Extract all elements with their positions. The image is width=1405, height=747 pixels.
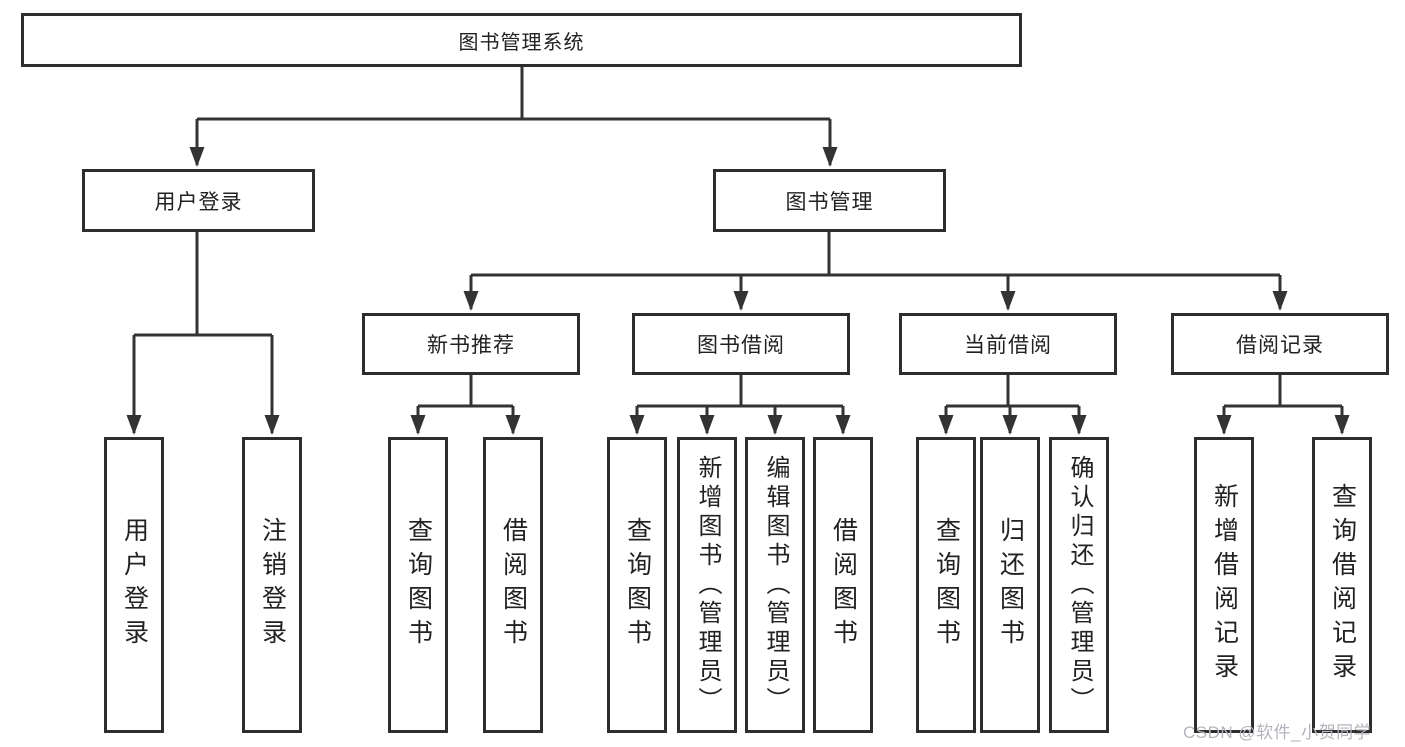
leaf-add-borrow-record: 新增借阅记录: [1194, 437, 1254, 733]
leaf-edit-books-admin-label: 编辑图书（管理员）: [762, 454, 789, 716]
leaf-query-books-recommend-label: 查询图书: [404, 517, 433, 653]
leaf-return-books-label: 归还图书: [996, 517, 1025, 653]
leaf-borrow-books-recommend: 借阅图书: [483, 437, 543, 733]
node-book-borrow: 图书借阅: [632, 313, 850, 375]
leaf-logout-login-label: 注销登录: [258, 517, 287, 653]
leaf-add-books-admin-label: 新增图书（管理员）: [694, 454, 721, 716]
trunk-current-borrow: [946, 375, 1079, 408]
node-current-borrow-label: 当前借阅: [964, 334, 1052, 357]
leaf-query-books-borrow-label: 查询图书: [623, 517, 652, 653]
node-root-system-label: 图书管理系统: [458, 31, 585, 54]
node-borrow-records: 借阅记录: [1171, 313, 1389, 375]
leaf-add-books-admin: 新增图书（管理员）: [677, 437, 737, 733]
leaf-confirm-return-admin: 确认归还（管理员）: [1049, 437, 1109, 733]
leaf-query-books-borrow: 查询图书: [607, 437, 667, 733]
trunk-borrow-records: [1224, 375, 1342, 408]
node-book-borrow-label: 图书借阅: [697, 334, 785, 357]
trunk-user-login: [134, 232, 272, 337]
node-borrow-records-label: 借阅记录: [1236, 334, 1324, 357]
leaf-borrow-books: 借阅图书: [813, 437, 873, 733]
node-book-management-label: 图书管理: [785, 190, 874, 214]
leaf-user-login: 用户登录: [104, 437, 164, 733]
leaf-query-borrow-record: 查询借阅记录: [1312, 437, 1372, 733]
leaf-query-books-current: 查询图书: [916, 437, 976, 733]
node-new-book-recommend-label: 新书推荐: [427, 334, 515, 357]
leaf-edit-books-admin: 编辑图书（管理员）: [745, 437, 805, 733]
node-user-login-label: 用户登录: [154, 190, 243, 214]
leaf-query-books-recommend: 查询图书: [388, 437, 448, 733]
leaf-query-borrow-record-label: 查询借阅记录: [1328, 483, 1357, 687]
leaf-borrow-books-recommend-label: 借阅图书: [499, 517, 528, 653]
node-root-system: 图书管理系统: [21, 13, 1022, 67]
trunk-root-to-level1: [197, 66, 830, 121]
leaf-borrow-books-label: 借阅图书: [829, 517, 858, 653]
leaf-add-borrow-record-label: 新增借阅记录: [1210, 483, 1239, 687]
node-new-book-recommend: 新书推荐: [362, 313, 580, 375]
trunk-new-book-recommend: [418, 375, 513, 408]
node-current-borrow: 当前借阅: [899, 313, 1117, 375]
node-book-management: 图书管理: [713, 169, 946, 232]
leaf-return-books: 归还图书: [980, 437, 1040, 733]
leaf-confirm-return-admin-label: 确认归还（管理员）: [1066, 454, 1093, 716]
trunk-book-borrow: [637, 375, 843, 408]
leaf-user-login-label: 用户登录: [120, 517, 149, 653]
leaf-query-books-current-label: 查询图书: [932, 517, 961, 653]
csdn-watermark: CSDN @软件_小贺同学: [1183, 723, 1372, 742]
trunk-book-management: [471, 232, 1280, 277]
leaf-logout-login: 注销登录: [242, 437, 302, 733]
node-user-login: 用户登录: [82, 169, 315, 232]
